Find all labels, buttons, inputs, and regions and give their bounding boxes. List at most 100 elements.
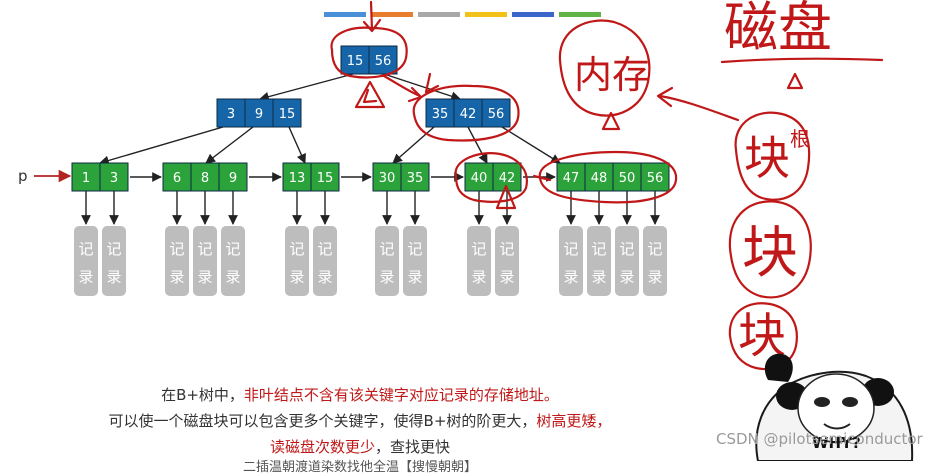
record-block: 记录 (375, 226, 399, 296)
record-label-top: 记 (619, 240, 634, 258)
ink-triangle-right-internal (424, 72, 440, 94)
key-cell (368, 45, 398, 75)
record-block: 记录 (221, 226, 245, 296)
key-label: 6 (173, 171, 181, 186)
tree-edge (205, 126, 254, 164)
record-label-top: 记 (317, 240, 332, 258)
record-label-bottom: 录 (106, 268, 121, 286)
record-label-top: 记 (647, 240, 662, 258)
tree-edge (467, 126, 488, 164)
record-shape (375, 226, 399, 296)
internal-node: 3 9 15 (216, 98, 302, 128)
key-label: 42 (499, 171, 516, 186)
key-cell (453, 98, 483, 128)
tree-edge (99, 126, 224, 166)
record-label-top: 记 (591, 240, 606, 258)
record-label-top: 记 (78, 240, 93, 258)
panda-right-eye (842, 397, 858, 407)
key-label: 48 (591, 171, 608, 186)
slide-progress-bar (324, 12, 601, 17)
record-label-bottom: 录 (317, 268, 332, 286)
key-label: 3 (110, 171, 118, 186)
annotation-block-1: 块 (744, 131, 790, 185)
record-label-bottom: 录 (619, 268, 634, 286)
sticker-text: WHY? (812, 434, 861, 452)
key-cell (612, 162, 642, 192)
key-cell (244, 98, 274, 128)
record-block: 记录 (587, 226, 611, 296)
key-cell (310, 162, 340, 192)
ink-circle-block-2 (728, 200, 812, 299)
progress-segment (324, 12, 366, 17)
caption-line-2-b: 树高更矮， (536, 412, 612, 430)
panda-meme-sticker (755, 353, 914, 461)
record-shape (221, 226, 245, 296)
key-cell (425, 98, 455, 128)
record-label-bottom: 录 (407, 268, 422, 286)
key-label: 9 (255, 107, 263, 122)
caption-line-1: 在B+树中，非叶结点不含有该关键字对应记录的存储地址。 (0, 384, 720, 405)
record-label-top: 记 (197, 240, 212, 258)
key-cell (216, 98, 246, 128)
ink-circle-leaf-40 (454, 152, 528, 203)
key-label: 50 (619, 171, 636, 186)
record-shape (559, 226, 583, 296)
record-shape (74, 226, 98, 296)
key-label: 42 (460, 107, 477, 122)
record-shape (102, 226, 126, 296)
key-cell (218, 162, 248, 192)
key-cell (464, 162, 494, 192)
record-label-top: 记 (379, 240, 394, 258)
record-label-bottom: 录 (647, 268, 662, 286)
record-block: 记录 (403, 226, 427, 296)
key-label: 9 (229, 171, 237, 186)
record-block: 记录 (467, 226, 491, 296)
ink-circle-memory (558, 19, 651, 117)
key-cell (71, 162, 101, 192)
record-label-top: 记 (169, 240, 184, 258)
record-label-top: 记 (499, 240, 514, 258)
caption-line-4-partial: 二插温朝渡道染数找他全温【搜慢朝朝】 (242, 460, 477, 475)
key-label: 15 (279, 107, 296, 122)
key-cell (272, 98, 302, 128)
record-block: 记录 (559, 226, 583, 296)
panda-left-eye (814, 397, 830, 407)
tree-edge (383, 73, 461, 101)
ink-underline-disk (720, 57, 884, 64)
record-label-bottom: 录 (225, 268, 240, 286)
key-cell (640, 162, 670, 192)
ink-triangle-disk (786, 72, 804, 90)
record-shape (165, 226, 189, 296)
record-label-bottom: 录 (591, 268, 606, 286)
record-shape (193, 226, 217, 296)
progress-segment (559, 12, 601, 17)
progress-segment (418, 12, 460, 17)
record-label-bottom: 录 (169, 268, 184, 286)
record-label-top: 记 (289, 240, 304, 258)
panda-mouth (823, 423, 851, 430)
handwritten-annotations (330, 0, 884, 371)
caption-line-2-a: 可以使一个磁盘块可以包含更多个关键字，使得B+树的阶更大， (108, 412, 537, 430)
panda-face (797, 373, 875, 443)
key-label: 3 (227, 107, 235, 122)
pointer-p-label: p (18, 167, 28, 185)
ink-triangle-root (354, 80, 386, 109)
record-label-bottom: 录 (471, 268, 486, 286)
record-label-bottom: 录 (379, 268, 394, 286)
tree-edge (259, 73, 354, 102)
annotation-root-note: 根 (790, 127, 810, 151)
key-label: 47 (563, 171, 580, 186)
ink-triangle-memory (601, 111, 621, 131)
record-block: 记录 (193, 226, 217, 296)
record-label-top: 记 (106, 240, 121, 258)
record-label-top: 记 (563, 240, 578, 258)
key-cell (99, 162, 129, 192)
record-label-top: 记 (225, 240, 240, 258)
